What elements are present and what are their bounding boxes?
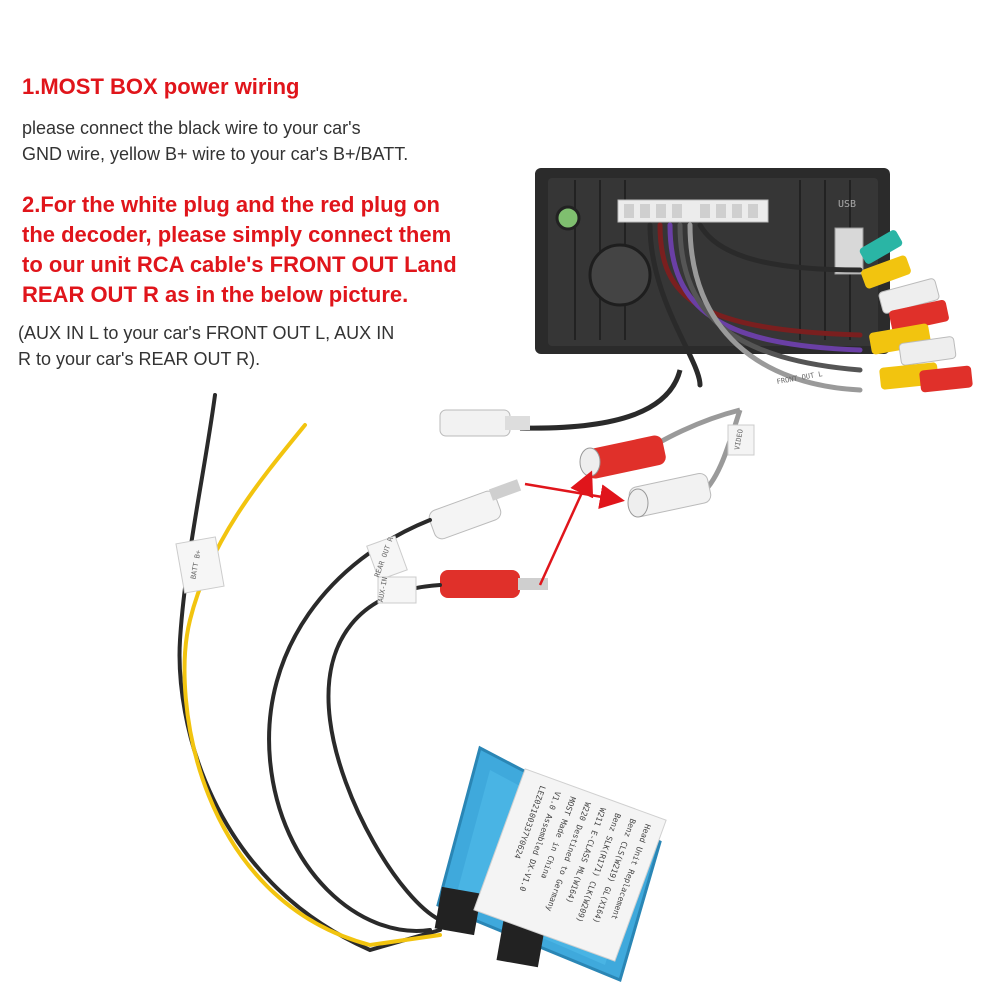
power-wire-tag [175, 536, 225, 594]
step2-heading-line: 2.For the white plug and the red plug on [22, 192, 440, 217]
most-decoder-box [434, 745, 667, 983]
step2-note-line: R to your car's REAR OUT R). [18, 349, 261, 369]
red-rca-jack-rear-out [579, 435, 666, 479]
harness-wires [647, 222, 863, 393]
step2-heading-line: REAR OUT R as in the below picture. [22, 282, 409, 307]
step1-line: please connect the black wire to your ca… [22, 118, 361, 138]
fan-icon [588, 243, 652, 307]
audio-wire-tag [366, 535, 408, 581]
antenna-jack-icon [555, 205, 581, 231]
step2-heading-line: to our unit RCA cable's FRONT OUT Land [22, 252, 457, 277]
decoder-white-plug [428, 479, 522, 540]
step1-heading: 1.MOST BOX power wiring [22, 74, 300, 99]
rca-plugs-bundle [859, 230, 973, 393]
white-rca-jack-top [439, 409, 530, 437]
step2-heading-line: the decoder, please simply connect them [22, 222, 452, 247]
white-rca-jack-front-out [627, 472, 712, 518]
head-unit: USB [535, 168, 890, 354]
connection-arrows [524, 470, 625, 586]
aux-wire-tag [377, 576, 417, 604]
step2-note-line: (AUX IN L to your car's FRONT OUT L, AUX… [18, 323, 395, 343]
step1-description: please connect the black wire to your ca… [22, 115, 542, 167]
cable-tag [727, 424, 755, 456]
wire-label: VIDEO [733, 429, 745, 451]
usb-port [834, 227, 864, 275]
connector-pins [624, 204, 758, 218]
step2-heading: 2.For the white plug and the red plug on… [22, 190, 532, 310]
head-unit-label: USB [838, 199, 856, 210]
cable-aux-white [519, 369, 683, 431]
decoder-connector [434, 886, 482, 936]
step1-line: GND wire, yellow B+ wire to your car's B… [22, 144, 409, 164]
decoder-sticker [473, 768, 667, 962]
step2-note: (AUX IN L to your car's FRONT OUT L, AUX… [18, 320, 488, 372]
decoder-red-plug [440, 570, 548, 598]
main-connector [617, 199, 769, 223]
decoder-cables [177, 393, 442, 953]
